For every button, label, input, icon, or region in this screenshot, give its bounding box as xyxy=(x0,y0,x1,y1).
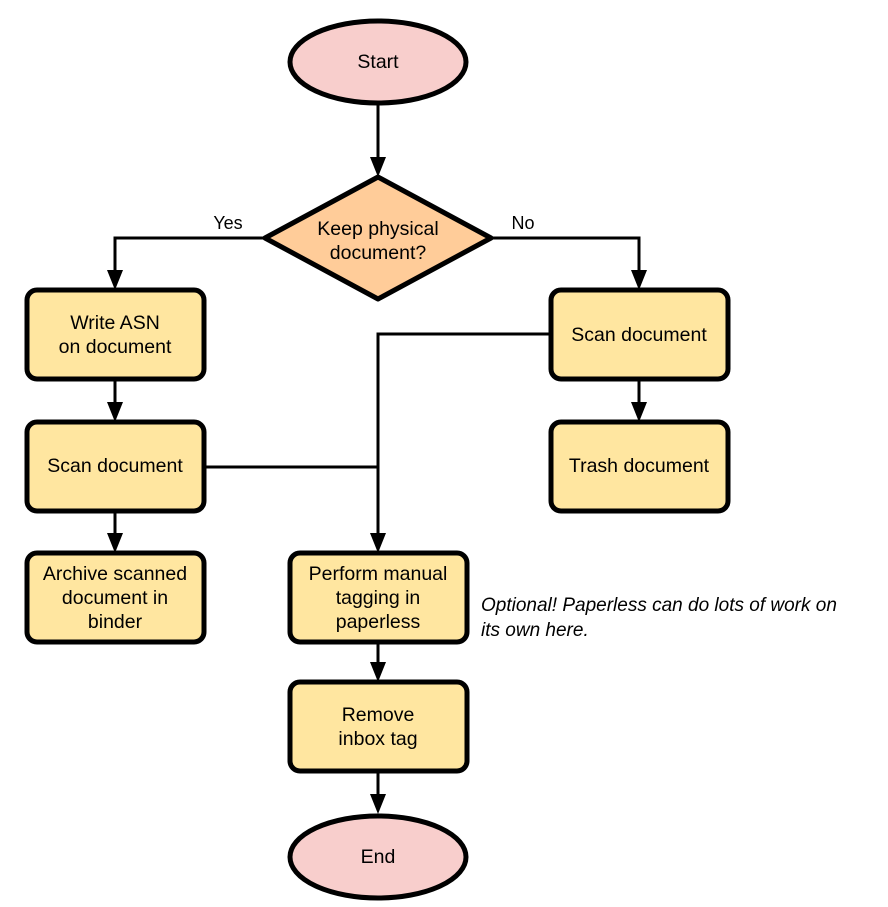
connector-decision-no-to-scan-right xyxy=(491,236,647,290)
node-write-asn-label-line2: on document xyxy=(59,336,172,358)
node-scan-document-right-label: Scan document xyxy=(571,324,707,346)
connector-decision-yes-to-write-asn xyxy=(107,236,265,290)
connector-write-asn-to-scan-left xyxy=(107,379,123,422)
node-scan-document-right[interactable]: Scan document xyxy=(548,287,731,382)
connector-remove-inbox-to-end xyxy=(370,771,386,814)
node-decision-keep-physical-document[interactable]: Keep physical document? xyxy=(262,174,494,302)
node-write-asn-label-line1: Write ASN xyxy=(70,312,160,334)
annotation-line2: its own here. xyxy=(481,620,589,641)
node-remove-inbox-tag[interactable]: Remove inbox tag xyxy=(287,679,470,774)
node-start[interactable]: Start xyxy=(287,18,469,106)
node-start-label: Start xyxy=(357,51,399,73)
node-end[interactable]: End xyxy=(287,813,469,901)
node-tagging-label-line1: Perform manual xyxy=(309,563,448,585)
node-trash-document[interactable]: Trash document xyxy=(548,419,731,514)
node-archive-label-line1: Archive scanned xyxy=(43,563,187,585)
node-write-asn-on-document[interactable]: Write ASN on document xyxy=(24,287,207,382)
edge-label-yes: Yes xyxy=(213,213,242,233)
annotation-line1: Optional! Paperless can do lots of work … xyxy=(481,595,837,616)
connector-scan-right-to-tagging xyxy=(370,332,551,553)
node-tagging-label-line2: tagging in xyxy=(336,587,421,609)
node-decision-label-line2: document? xyxy=(330,242,427,264)
node-scan-document-left-label: Scan document xyxy=(47,455,183,477)
connector-scan-right-to-trash xyxy=(631,379,647,422)
connector-start-to-decision xyxy=(370,103,386,177)
node-decision-label-line1: Keep physical xyxy=(317,218,438,240)
node-end-label: End xyxy=(361,846,396,868)
node-archive-label-line3: binder xyxy=(88,611,143,633)
node-remove-inbox-label-line1: Remove xyxy=(342,704,415,726)
node-trash-document-label: Trash document xyxy=(569,455,710,477)
node-scan-document-left[interactable]: Scan document xyxy=(24,419,207,514)
connector-scan-left-to-archive xyxy=(107,511,123,553)
edge-label-no: No xyxy=(511,213,534,233)
connector-tagging-to-remove-inbox xyxy=(370,643,386,682)
node-perform-manual-tagging[interactable]: Perform manual tagging in paperless xyxy=(287,550,470,645)
node-archive-label-line2: document in xyxy=(62,587,168,609)
annotation-optional-paperless: Optional! Paperless can do lots of work … xyxy=(481,595,837,641)
node-remove-inbox-label-line2: inbox tag xyxy=(338,728,417,750)
node-tagging-label-line3: paperless xyxy=(336,611,421,633)
node-archive-scanned-document[interactable]: Archive scanned document in binder xyxy=(24,550,207,645)
